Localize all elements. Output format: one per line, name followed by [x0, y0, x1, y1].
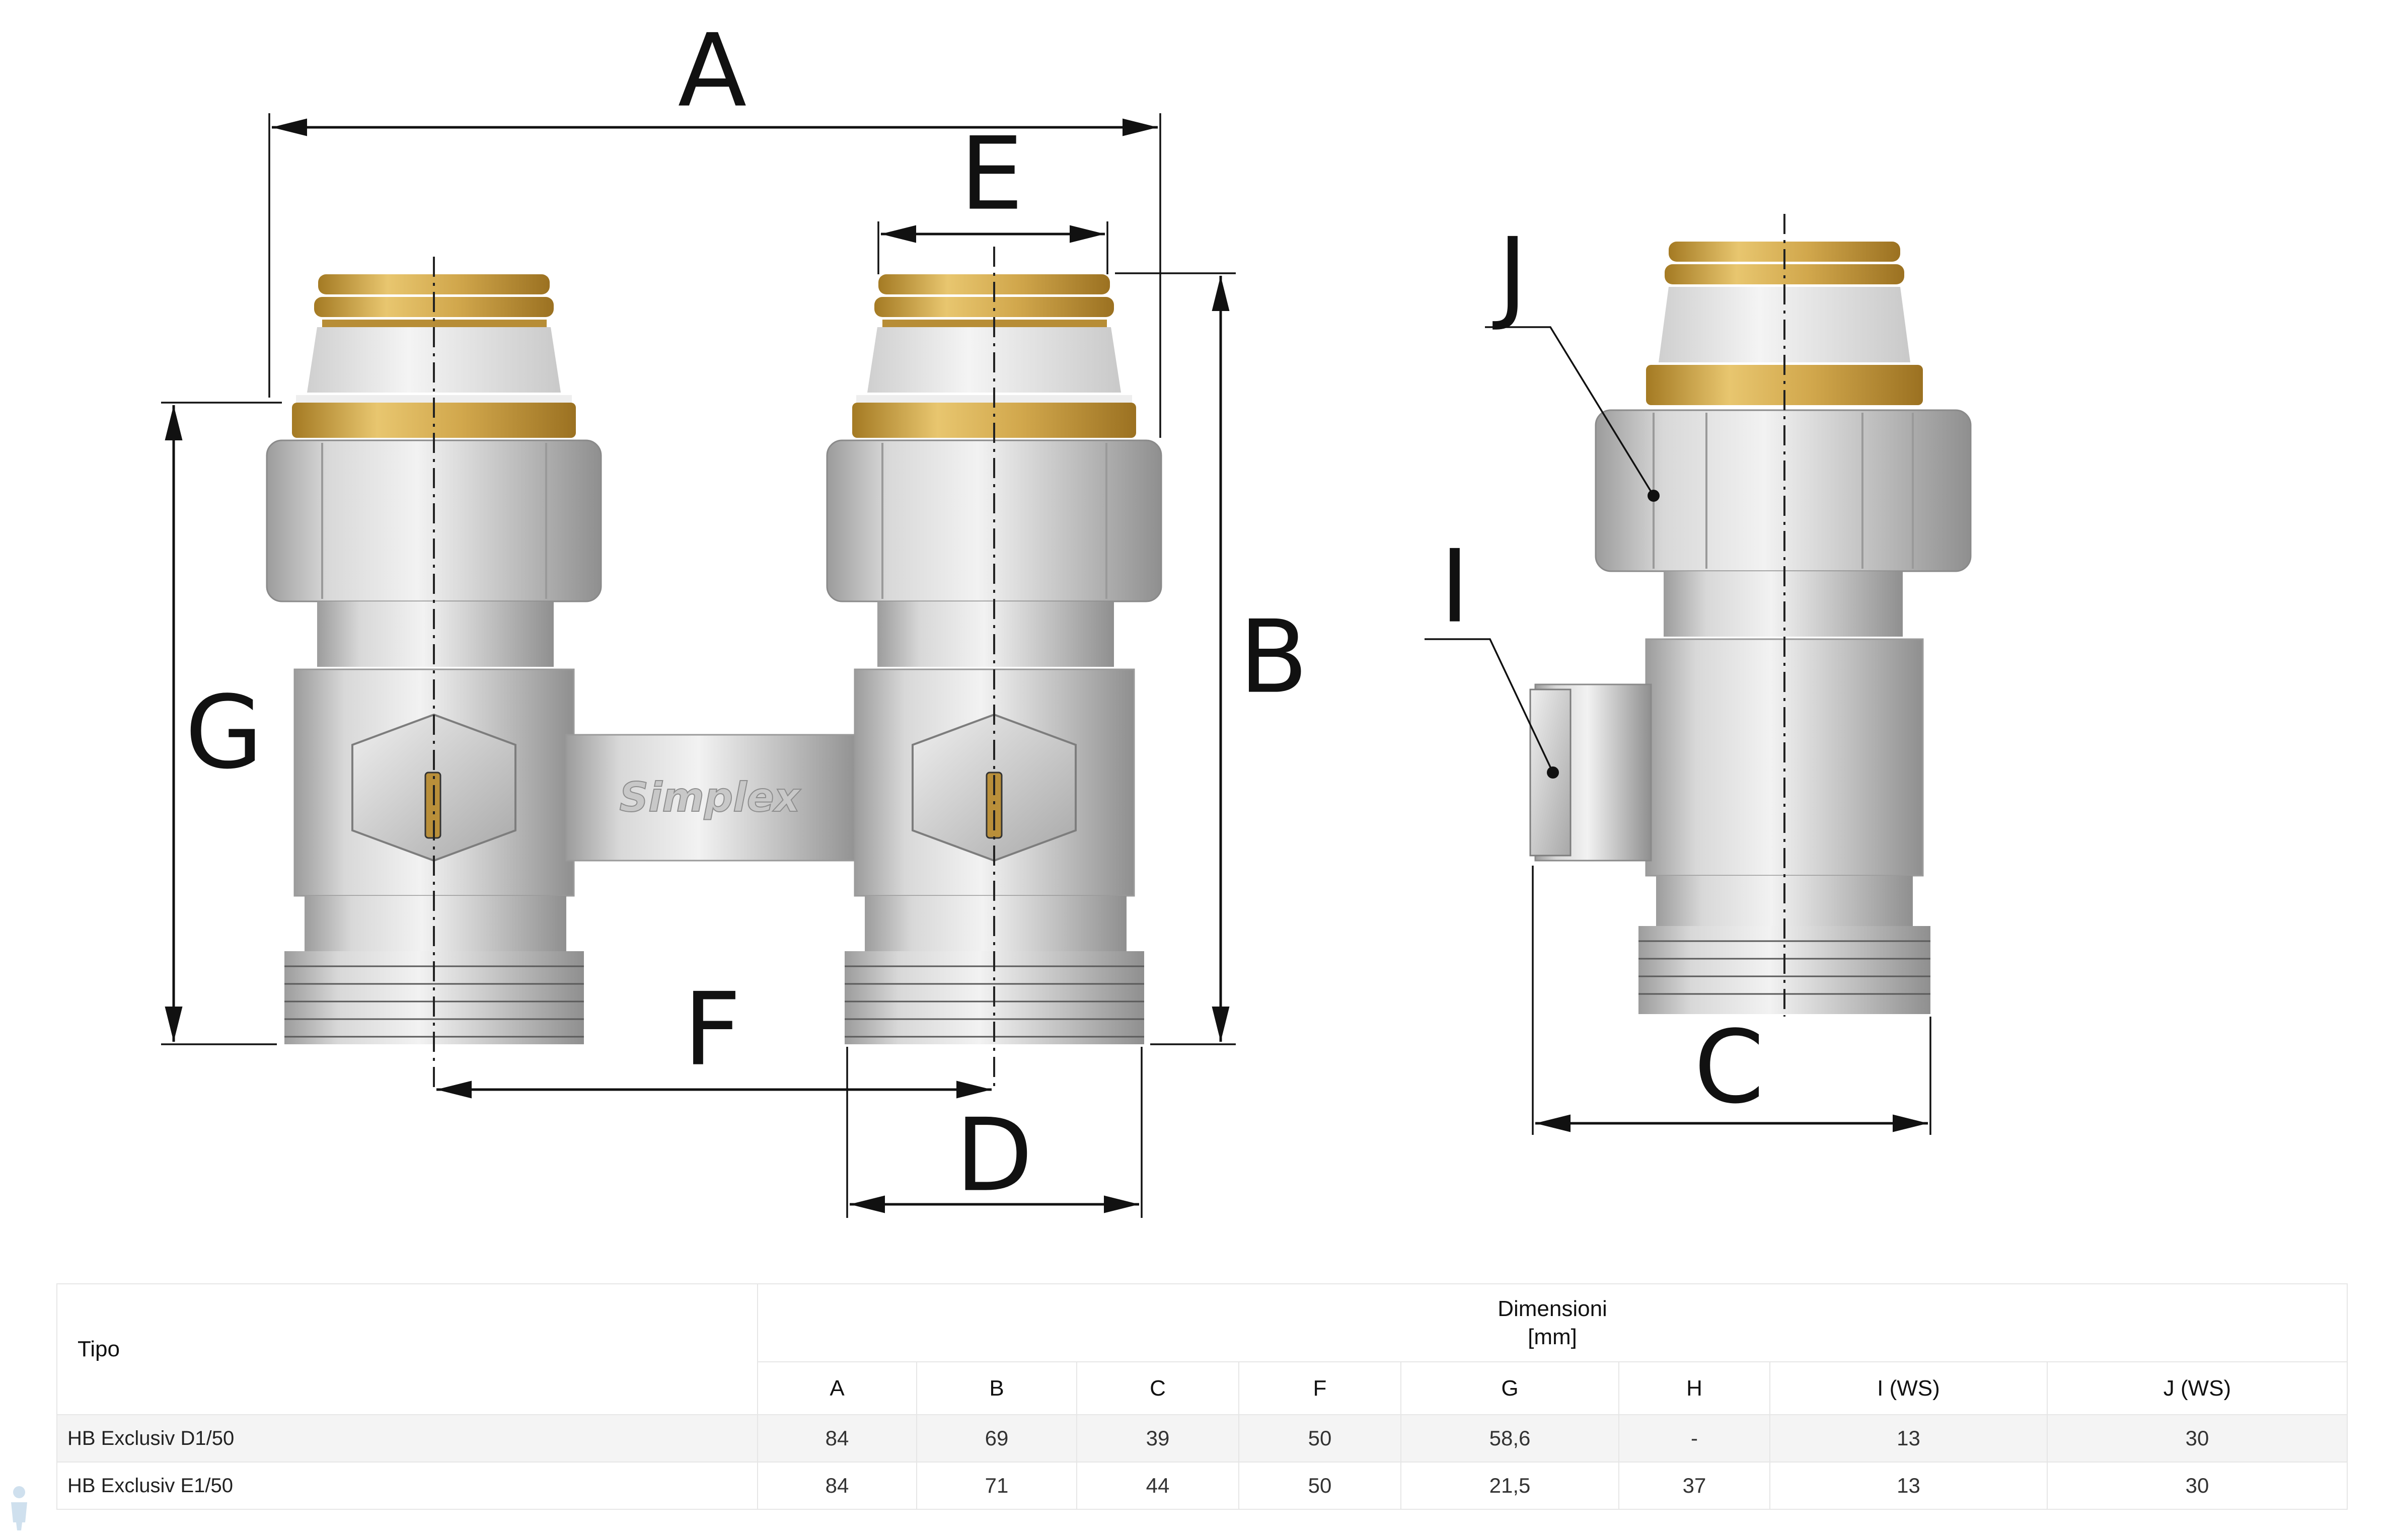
table-cell: 44	[1076, 1461, 1239, 1510]
side-view-valve	[1529, 242, 1972, 1014]
label-D: D	[955, 1097, 1033, 1214]
column-header: F	[1238, 1361, 1401, 1415]
label-A: A	[678, 13, 747, 130]
type-header: Tipo	[56, 1283, 758, 1415]
valve-technical-drawing: Simplex	[161, 13, 1972, 1218]
simplex-logo: Simplex	[620, 774, 801, 821]
table-cell: 84	[757, 1414, 917, 1462]
column-header: H	[1618, 1361, 1770, 1415]
table-cell: 84	[757, 1461, 917, 1510]
table-cell: 37	[1618, 1461, 1770, 1510]
table-cell: -	[1618, 1414, 1770, 1462]
column-header: C	[1076, 1361, 1239, 1415]
bridge-body: Simplex	[565, 734, 862, 862]
label-C: C	[1694, 1009, 1764, 1126]
table-cell: 50	[1238, 1414, 1401, 1462]
table-cell: 13	[1769, 1414, 2048, 1462]
person-icon	[11, 1486, 27, 1530]
column-header: J (WS)	[2046, 1361, 2348, 1415]
table-cell: 58,6	[1400, 1414, 1619, 1462]
column-header: B	[916, 1361, 1077, 1415]
dimensions-group-header: Dimensioni [mm]	[757, 1283, 2348, 1362]
column-header: I (WS)	[1769, 1361, 2048, 1415]
table-cell: 50	[1238, 1461, 1401, 1510]
row-type-name: HB Exclusiv E1/50	[56, 1461, 758, 1510]
label-G: G	[185, 674, 263, 792]
table-cell: 69	[916, 1414, 1077, 1462]
dimensions-header-text: Dimensioni	[1498, 1296, 1607, 1321]
table-cell: 39	[1076, 1414, 1239, 1462]
leader-I	[1425, 638, 1554, 773]
table-cell: 30	[2046, 1414, 2348, 1462]
leader-J	[1485, 326, 1655, 496]
column-header: A	[757, 1361, 917, 1415]
row-type-name: HB Exclusiv D1/50	[56, 1414, 758, 1462]
label-F: F	[683, 971, 741, 1089]
label-E: E	[960, 116, 1023, 233]
dimensions-unit-text: [mm]	[1528, 1324, 1577, 1349]
table-cell: 13	[1769, 1461, 2048, 1510]
label-B: B	[1239, 599, 1308, 716]
label-I: I	[1440, 528, 1470, 646]
label-J: J	[1492, 216, 1528, 334]
table-cell: 21,5	[1400, 1461, 1619, 1510]
table-cell: 71	[916, 1461, 1077, 1510]
column-header: G	[1400, 1361, 1619, 1415]
table-cell: 30	[2046, 1461, 2348, 1510]
